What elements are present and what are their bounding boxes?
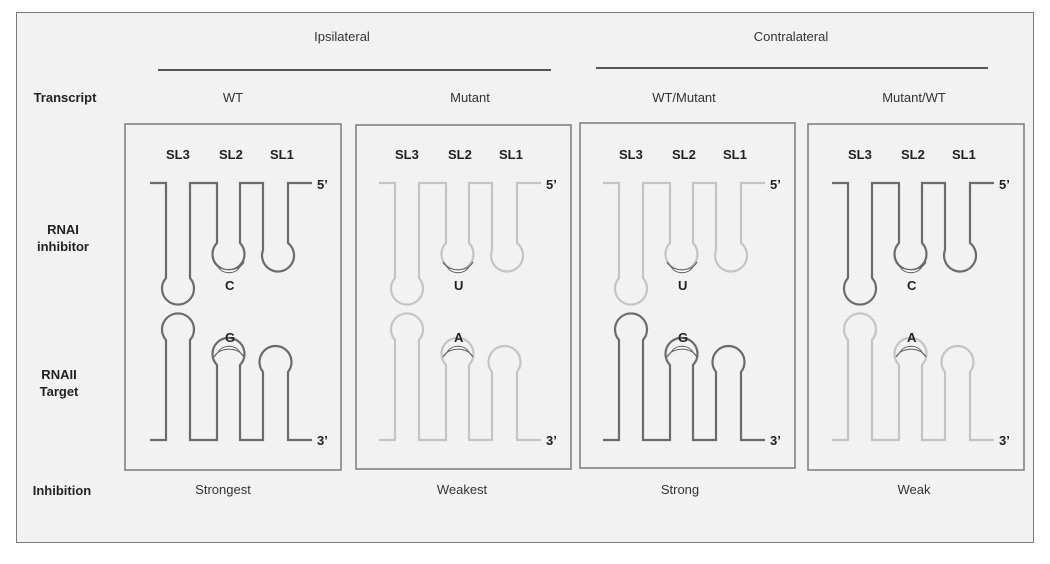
five-prime-label: 5’ bbox=[770, 177, 781, 192]
stem-loop-label-sl3: SL3 bbox=[395, 147, 419, 162]
rnai-base-highlight bbox=[666, 261, 698, 274]
rnaii-base-label: A bbox=[907, 330, 917, 345]
three-prime-label: 3’ bbox=[317, 433, 328, 448]
inhibition-label-strong: Strong bbox=[660, 482, 700, 497]
three-prime-label: 3’ bbox=[546, 433, 557, 448]
stem-loop-label-sl1: SL1 bbox=[723, 147, 747, 162]
row-label-rnaii-line1: RNAII bbox=[41, 367, 77, 382]
rnaii-target-strand bbox=[150, 312, 312, 442]
inhibition-label-strongest: Strongest bbox=[195, 482, 251, 497]
panel-box bbox=[124, 123, 342, 471]
five-prime-label: 5’ bbox=[546, 177, 557, 192]
stem-loop-label-sl1: SL1 bbox=[952, 147, 976, 162]
panel-box bbox=[579, 122, 796, 469]
rnaii-base-highlight bbox=[442, 345, 474, 358]
rnai-base-highlight bbox=[442, 261, 474, 274]
ipsilateral-bracket-line bbox=[158, 69, 551, 71]
stem-loop-label-sl1: SL1 bbox=[270, 147, 294, 162]
rnaii-base-label: A bbox=[454, 330, 464, 345]
panel-box bbox=[807, 123, 1025, 471]
panel-3 bbox=[807, 123, 1025, 471]
group-label-ipsilateral: Ipsilateral bbox=[314, 29, 370, 44]
transcript-label-mutant: Mutant bbox=[450, 90, 490, 105]
rnai-base-label: U bbox=[678, 278, 687, 293]
rnaii-target-strand bbox=[832, 312, 994, 442]
rnaii-base-highlight bbox=[213, 345, 245, 358]
row-label-rnai-line2: inhibitor bbox=[37, 239, 89, 254]
rnaii-base-highlight bbox=[666, 345, 698, 358]
rnai-base-label: C bbox=[907, 278, 917, 293]
panel-0 bbox=[124, 123, 342, 471]
stem-loop-label-sl2: SL2 bbox=[901, 147, 925, 162]
three-prime-label: 3’ bbox=[770, 433, 781, 448]
inhibition-label-weakest: Weakest bbox=[436, 482, 488, 497]
figure-frame bbox=[16, 12, 1034, 543]
rnaii-base-highlight bbox=[895, 345, 927, 358]
stem-loop-label-sl2: SL2 bbox=[672, 147, 696, 162]
panel-box bbox=[355, 124, 572, 470]
row-label-transcript: Transcript bbox=[33, 90, 97, 105]
stem-loop-label-sl3: SL3 bbox=[166, 147, 190, 162]
stem-loop-label-sl1: SL1 bbox=[499, 147, 523, 162]
transcript-label-mutant-wt: Mutant/WT bbox=[882, 90, 946, 105]
row-label-inhibition: Inhibition bbox=[32, 483, 92, 498]
rnai-base-highlight bbox=[895, 261, 927, 274]
transcript-label-wt-mutant: WT/Mutant bbox=[652, 90, 716, 105]
contralateral-bracket-line bbox=[596, 67, 988, 69]
rnai-base-highlight bbox=[213, 261, 245, 274]
row-label-rnaii-line2: Target bbox=[39, 384, 79, 399]
stem-loop-label-sl3: SL3 bbox=[848, 147, 872, 162]
stem-loop-label-sl2: SL2 bbox=[219, 147, 243, 162]
five-prime-label: 5’ bbox=[999, 177, 1010, 192]
panel-1 bbox=[355, 124, 572, 470]
group-label-contralateral: Contralateral bbox=[753, 29, 829, 44]
rnaii-target-strand bbox=[379, 312, 541, 442]
transcript-label-wt: WT bbox=[222, 90, 244, 105]
panel-2 bbox=[579, 122, 796, 469]
five-prime-label: 5’ bbox=[317, 177, 328, 192]
rnai-base-label: U bbox=[454, 278, 463, 293]
rnaii-target-strand bbox=[603, 312, 765, 442]
stem-loop-label-sl3: SL3 bbox=[619, 147, 643, 162]
row-label-rnai-line1: RNAI bbox=[47, 222, 79, 237]
rnaii-base-label: G bbox=[678, 330, 688, 345]
rnaii-base-label: G bbox=[225, 330, 235, 345]
stem-loop-label-sl2: SL2 bbox=[448, 147, 472, 162]
rnai-base-label: C bbox=[225, 278, 235, 293]
inhibition-label-weak: Weak bbox=[897, 482, 931, 497]
three-prime-label: 3’ bbox=[999, 433, 1010, 448]
